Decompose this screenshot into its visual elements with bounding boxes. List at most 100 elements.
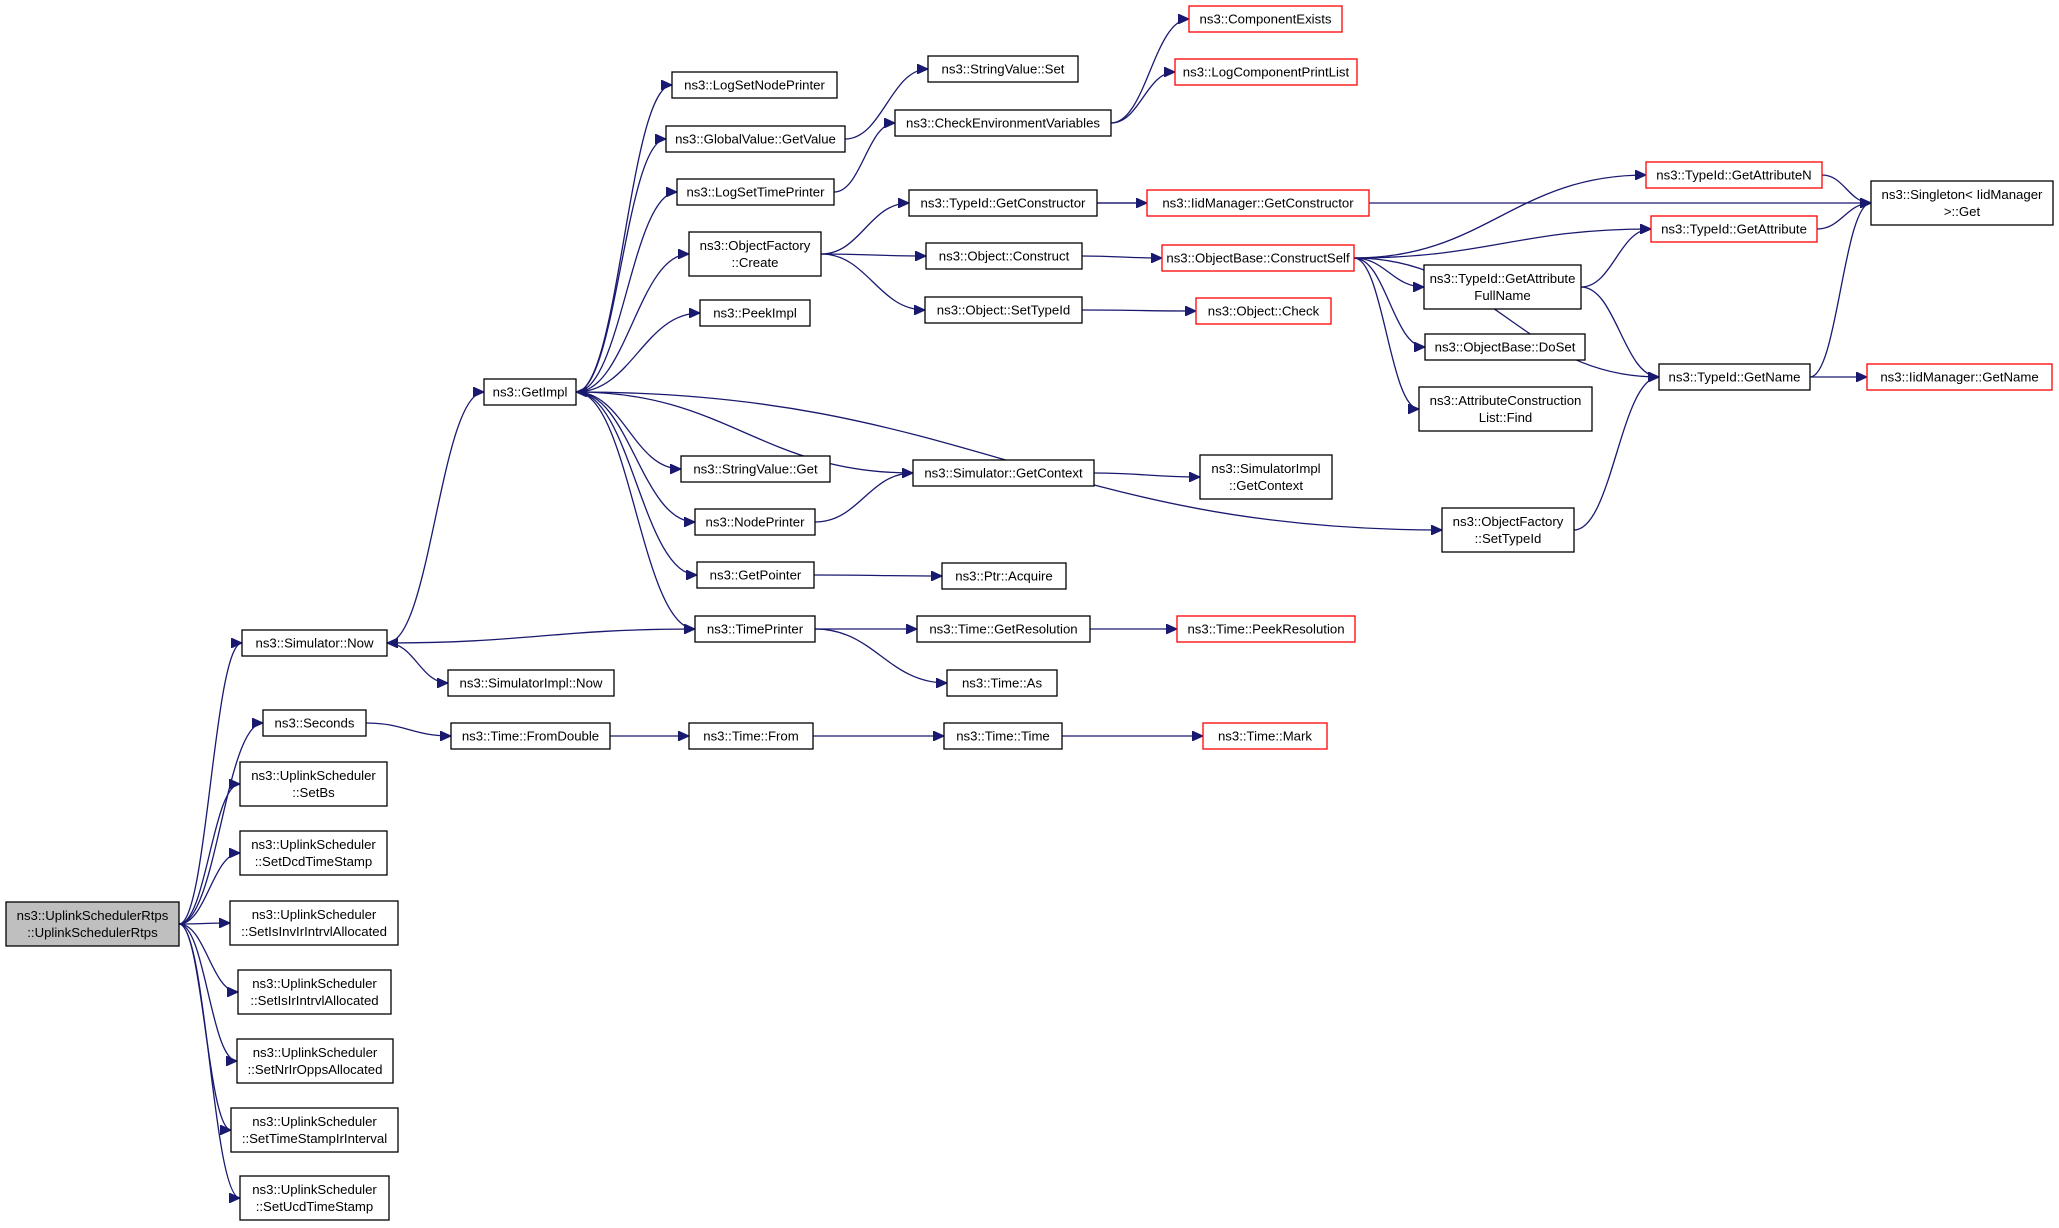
node-label: >::Get	[1944, 204, 1981, 219]
node-objbaseconstruct[interactable]: ns3::ObjectBase::ConstructSelf	[1161, 244, 1355, 272]
node-timemark[interactable]: ns3::Time::Mark	[1202, 722, 1328, 750]
node-objfactcreate[interactable]: ns3::ObjectFactory::Create	[688, 231, 822, 277]
node-label: ns3::TypeId::GetAttribute	[1661, 222, 1807, 237]
edge-simgetctx-to-getimpl	[576, 392, 914, 474]
edge-tidgetattrfull-to-tidgetattr	[1580, 229, 1651, 288]
node-box	[1195, 297, 1332, 325]
node-setucd[interactable]: ns3::UplinkScheduler::SetUcdTimeStamp	[239, 1175, 390, 1221]
node-checkenv[interactable]: ns3::CheckEnvironmentVariables	[894, 109, 1112, 137]
node-setisir[interactable]: ns3::UplinkScheduler::SetIsIrIntrvlAlloc…	[237, 969, 392, 1015]
node-timeprinter[interactable]: ns3::TimePrinter	[694, 615, 816, 643]
node-setnrir[interactable]: ns3::UplinkScheduler::SetNrIrOppsAllocat…	[236, 1038, 394, 1084]
node-box	[912, 459, 1095, 487]
node-fromdouble[interactable]: ns3::Time::FromDouble	[450, 722, 611, 750]
node-iidmgrgetname[interactable]: ns3::IidManager::GetName	[1866, 363, 2053, 391]
node-box	[239, 761, 388, 807]
node-objfactsettypeid[interactable]: ns3::ObjectFactory::SetTypeId	[1441, 507, 1575, 553]
node-box	[1188, 5, 1343, 33]
node-nodeprinter[interactable]: ns3::NodePrinter	[694, 508, 816, 536]
node-box	[694, 615, 816, 643]
node-logsetnode[interactable]: ns3::LogSetNodePrinter	[671, 71, 838, 99]
node-gvgetvalue[interactable]: ns3::GlobalValue::GetValue	[665, 125, 846, 153]
node-logsettime[interactable]: ns3::LogSetTimePrinter	[676, 178, 835, 206]
node-singletonget[interactable]: ns3::Singleton< IidManager>::Get	[1870, 180, 2054, 226]
edge-objfactcreate-to-objconstruct	[820, 254, 926, 256]
node-logcompprint[interactable]: ns3::LogComponentPrintList	[1174, 58, 1358, 86]
node-box	[894, 109, 1112, 137]
node-label: ns3::NodePrinter	[706, 515, 806, 530]
node-timetime[interactable]: ns3::Time::Time	[943, 722, 1063, 750]
edge-timeprinter-to-simnow	[387, 628, 696, 643]
node-ptracquire[interactable]: ns3::Ptr::Acquire	[941, 562, 1067, 590]
node-box	[229, 900, 399, 946]
node-timepeekres[interactable]: ns3::Time::PeekResolution	[1176, 615, 1356, 643]
node-box	[946, 669, 1058, 697]
edge-gvgetvalue-to-strvalset	[844, 69, 928, 140]
node-label: ns3::UplinkScheduler	[251, 837, 376, 852]
node-box	[1423, 264, 1582, 310]
node-box	[699, 299, 811, 327]
node-objbasedoset[interactable]: ns3::ObjectBase::DoSet	[1424, 333, 1586, 361]
node-box	[665, 125, 846, 153]
node-tidgetattrn[interactable]: ns3::TypeId::GetAttributeN	[1645, 161, 1823, 189]
node-strvalset[interactable]: ns3::StringValue::Set	[927, 55, 1079, 83]
node-box	[1176, 615, 1356, 643]
node-label: ns3::Time::As	[962, 676, 1043, 691]
node-label: ::Create	[732, 255, 779, 270]
node-iidmgrgetctor[interactable]: ns3::IidManager::GetConstructor	[1146, 189, 1370, 217]
node-getpointer[interactable]: ns3::GetPointer	[696, 561, 815, 589]
node-box	[1650, 215, 1818, 243]
node-timeas[interactable]: ns3::Time::As	[946, 669, 1058, 697]
node-simimplgetctx[interactable]: ns3::SimulatorImpl::GetContext	[1199, 454, 1333, 500]
node-label: ns3::ObjectFactory	[700, 238, 811, 253]
edge-root-to-setdcd	[178, 853, 240, 925]
node-label: ns3::Object::Construct	[939, 249, 1070, 264]
node-label: ns3::PeekImpl	[713, 306, 797, 321]
node-label: ns3::UplinkSchedulerRtps	[17, 908, 169, 923]
node-peekimpl[interactable]: ns3::PeekImpl	[699, 299, 811, 327]
node-seconds[interactable]: ns3::Seconds	[262, 709, 367, 737]
node-objcheck[interactable]: ns3::Object::Check	[1195, 297, 1332, 325]
node-setisinv[interactable]: ns3::UplinkScheduler::SetIsInvIrIntrvlAl…	[229, 900, 399, 946]
node-tidgetattr[interactable]: ns3::TypeId::GetAttribute	[1650, 215, 1818, 243]
node-timefrom[interactable]: ns3::Time::From	[688, 722, 814, 750]
node-tidgetname[interactable]: ns3::TypeId::GetName	[1658, 363, 1811, 391]
edge-root-to-setucd	[178, 923, 240, 1198]
node-label: ns3::IidManager::GetName	[1880, 370, 2038, 385]
node-label: ns3::CheckEnvironmentVariables	[906, 116, 1100, 131]
edge-objfactsettypeid-to-tidgetname	[1573, 377, 1659, 531]
node-root[interactable]: ns3::UplinkSchedulerRtps::UplinkSchedule…	[5, 901, 180, 947]
edge-getimpl-to-logsetnode	[575, 85, 672, 393]
edge-root-to-seconds	[178, 723, 263, 925]
node-setts[interactable]: ns3::UplinkScheduler::SetTimeStampIrInte…	[230, 1107, 399, 1153]
node-objsettypeid[interactable]: ns3::Object::SetTypeId	[924, 296, 1083, 324]
node-label: ns3::Time::PeekResolution	[1187, 622, 1344, 637]
node-timegetres[interactable]: ns3::Time::GetResolution	[916, 615, 1091, 643]
node-setbs[interactable]: ns3::UplinkScheduler::SetBs	[239, 761, 388, 807]
edge-tidgetattrfull-to-tidgetname	[1580, 286, 1659, 377]
node-objconstruct[interactable]: ns3::Object::Construct	[925, 242, 1083, 270]
node-label: ::SetDcdTimeStamp	[255, 854, 373, 869]
node-label: ::UplinkSchedulerRtps	[27, 925, 158, 940]
node-box	[1658, 363, 1811, 391]
node-simimplnow[interactable]: ns3::SimulatorImpl::Now	[447, 669, 615, 697]
node-compexists[interactable]: ns3::ComponentExists	[1188, 5, 1343, 33]
node-label: List::Find	[1479, 410, 1533, 425]
node-simnow[interactable]: ns3::Simulator::Now	[241, 629, 388, 657]
node-box	[943, 722, 1063, 750]
node-box	[941, 562, 1067, 590]
node-box	[908, 189, 1098, 217]
edge-objbaseconstruct-to-tidgetname	[1353, 257, 1659, 377]
node-setdcd[interactable]: ns3::UplinkScheduler::SetDcdTimeStamp	[239, 830, 388, 876]
node-box	[688, 231, 822, 277]
node-box	[1866, 363, 2053, 391]
node-getimpl[interactable]: ns3::GetImpl	[483, 378, 577, 406]
node-strvalget[interactable]: ns3::StringValue::Get	[680, 455, 831, 483]
node-tidgetctor[interactable]: ns3::TypeId::GetConstructor	[908, 189, 1098, 217]
node-label: ::SetTypeId	[1475, 531, 1542, 546]
node-simgetctx[interactable]: ns3::Simulator::GetContext	[912, 459, 1095, 487]
node-label: ns3::Singleton< IidManager	[1882, 187, 2044, 202]
